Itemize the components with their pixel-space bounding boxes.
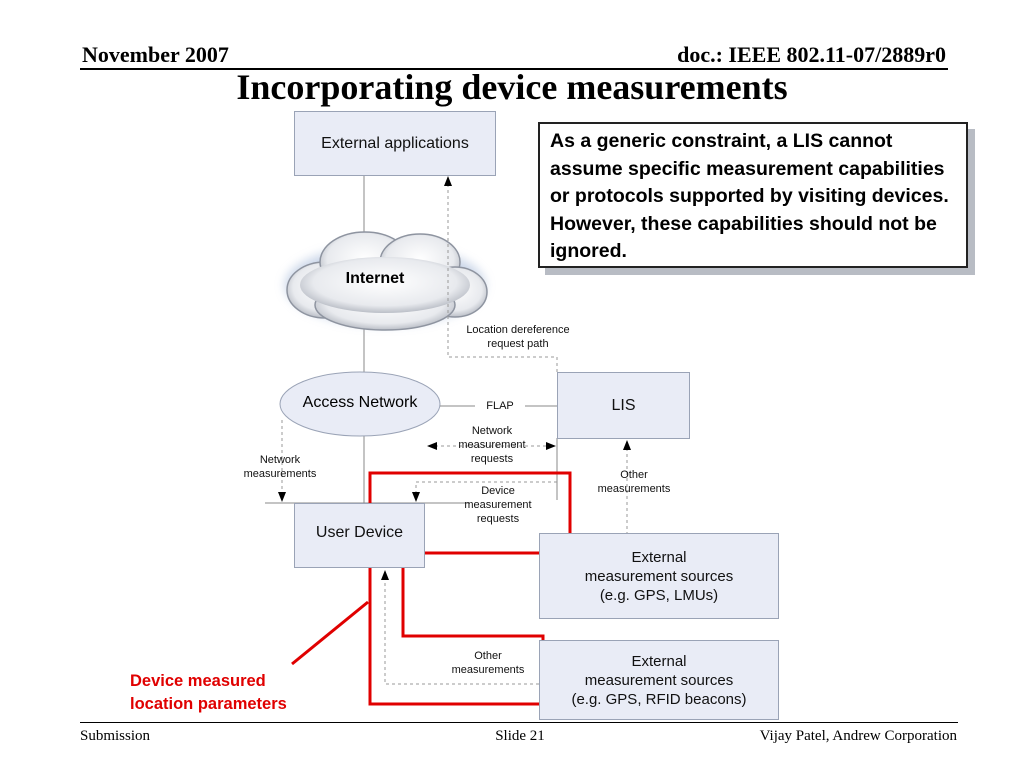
header-rule (80, 68, 948, 70)
external-sources-2-line-2: measurement sources (584, 671, 734, 689)
highlight-outline (368, 471, 572, 706)
network-measurements-arrowhead (278, 492, 286, 502)
footer-author: Vijay Patel, Andrew Corporation (759, 728, 957, 744)
footer-slide-number: Slide 21 (495, 728, 545, 744)
network-measurements-label-line-1: Network (259, 454, 301, 466)
network-requests-arrow-right (546, 442, 556, 450)
other-measurements-lis-arrowhead (623, 440, 631, 450)
device-requests-label: Device measurement requests (446, 484, 550, 526)
network-measurements-label: Network measurements (225, 453, 335, 481)
highlight-label-line-2: location parameters (130, 695, 287, 713)
lis-label: LIS (611, 396, 636, 414)
user-device-label: User Device (315, 524, 404, 541)
slide-title: Incorporating device measurements (236, 67, 788, 107)
network-requests-arrow-left (427, 442, 437, 450)
footer-submission: Submission (80, 728, 151, 744)
other-measurements-lis-label: Other measurements (580, 468, 688, 496)
access-network-shape (279, 371, 441, 437)
location-dereference-label-line-2: request path (487, 338, 549, 350)
header-date: November 2007 (82, 42, 229, 67)
other-measurements-device-label: Other measurements (436, 649, 540, 677)
network-requests-label-line-1: Network (471, 425, 513, 437)
location-dereference-path (447, 178, 558, 372)
external-sources-2-line-3: (e.g. GPS, RFID beacons) (571, 690, 747, 708)
network-requests-label: Network measurement requests (442, 424, 542, 466)
external-sources-box-1: External measurement sources (e.g. GPS, … (539, 533, 779, 619)
callout-box: As a generic constraint, a LIS cannot as… (538, 122, 968, 268)
network-measurements-label-line-2: measurements (243, 468, 317, 480)
device-requests-label-line-2: measurement (464, 499, 532, 511)
header-doc-id: doc.: IEEE 802.11-07/2889r0 (677, 42, 946, 67)
external-sources-box-2: External measurement sources (e.g. GPS, … (539, 640, 779, 720)
external-applications-box: External applications (294, 111, 496, 176)
external-sources-1-line-1: External (631, 548, 687, 566)
location-dereference-label-line-1: Location dereference (466, 324, 570, 336)
highlight-pointer-line (291, 600, 369, 666)
network-requests-label-line-2: measurement (458, 439, 526, 451)
internet-label: Internet (345, 270, 405, 287)
location-dereference-label: Location dereference request path (448, 323, 588, 351)
external-sources-1-line-3: (e.g. GPS, LMUs) (599, 586, 719, 604)
device-requests-label-line-1: Device (481, 485, 515, 497)
network-requests-label-line-3: requests (470, 453, 514, 465)
footer-rule (80, 722, 958, 723)
device-requests-label-line-3: requests (476, 513, 520, 525)
lis-box: LIS (557, 372, 690, 439)
flap-label: FLAP (475, 399, 525, 413)
external-sources-1-line-2: measurement sources (584, 567, 734, 585)
user-device-box: User Device (294, 503, 425, 568)
other-measurements-lis-label-line-2: measurements (597, 483, 671, 495)
internet-cloud-icon (285, 231, 488, 331)
other-measurements-device-arrowhead (381, 570, 389, 580)
device-requests-arrowhead (412, 492, 420, 502)
other-measurements-lis-label-line-1: Other (620, 469, 648, 481)
external-sources-2-line-1: External (631, 652, 687, 670)
highlight-label-line-1: Device measured (130, 672, 266, 690)
access-network-label: Access Network (302, 394, 418, 411)
other-measurements-device-label-line-1: Other (474, 650, 502, 662)
location-dereference-arrowhead (444, 176, 452, 186)
device-requests-line (415, 481, 557, 496)
other-measurements-device-label-line-2: measurements (451, 664, 525, 676)
highlight-label: Device measured location parameters (130, 670, 287, 716)
external-applications-label: External applications (321, 134, 469, 152)
other-measurements-device-line (384, 578, 539, 685)
callout-text: As a generic constraint, a LIS cannot as… (550, 130, 949, 262)
